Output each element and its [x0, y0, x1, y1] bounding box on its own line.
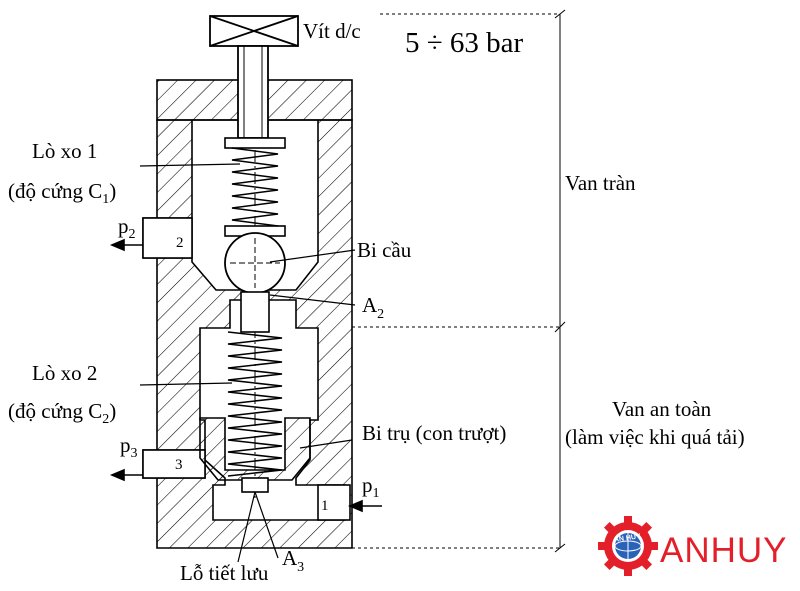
port2-label: 2: [176, 235, 184, 251]
emblem-text: AN HUY: [614, 533, 642, 544]
overload-label: (làm việc khi quá tải): [565, 425, 745, 449]
adjust-screw: [209, 15, 299, 139]
a2-label: A2: [362, 293, 384, 322]
port1-label: 1: [321, 498, 329, 514]
stiffness2-label: (độ cứng C2): [8, 399, 116, 427]
port3-label: 3: [175, 457, 183, 473]
pressure-range-label: 5 ÷ 63 bar: [405, 27, 524, 59]
anhuy-logo: AN HUY ANHUY: [598, 516, 788, 576]
relief-valve-label: Van tràn: [565, 171, 636, 195]
p3-label: p3: [120, 433, 138, 461]
orifice-label: Lỗ tiết lưu: [180, 561, 269, 585]
port-arrows: [109, 238, 382, 513]
brand-name: ANHUY: [660, 531, 788, 570]
connecting-rod: [240, 291, 270, 333]
spring1-label: Lò xo 1: [32, 139, 97, 163]
stiffness1-label: (độ cứng C1): [8, 179, 116, 207]
spring-2: [227, 331, 283, 477]
leader-lines: [139, 163, 356, 563]
spool-label: Bi trụ (con trượt): [362, 421, 506, 445]
spool: [199, 417, 311, 493]
p2-label: p2: [118, 214, 136, 242]
a3-label: A3: [282, 546, 304, 575]
spring-1: [224, 137, 286, 237]
p1-label: p1: [362, 473, 380, 501]
gear-icon: AN HUY: [598, 516, 658, 576]
ball-label: Bi cầu: [357, 238, 412, 262]
adjust-screw-label: Vít d/c: [303, 19, 361, 43]
safety-valve-label: Van an toàn: [612, 397, 712, 421]
ball: [224, 232, 286, 294]
spring2-label: Lò xo 2: [32, 361, 97, 385]
